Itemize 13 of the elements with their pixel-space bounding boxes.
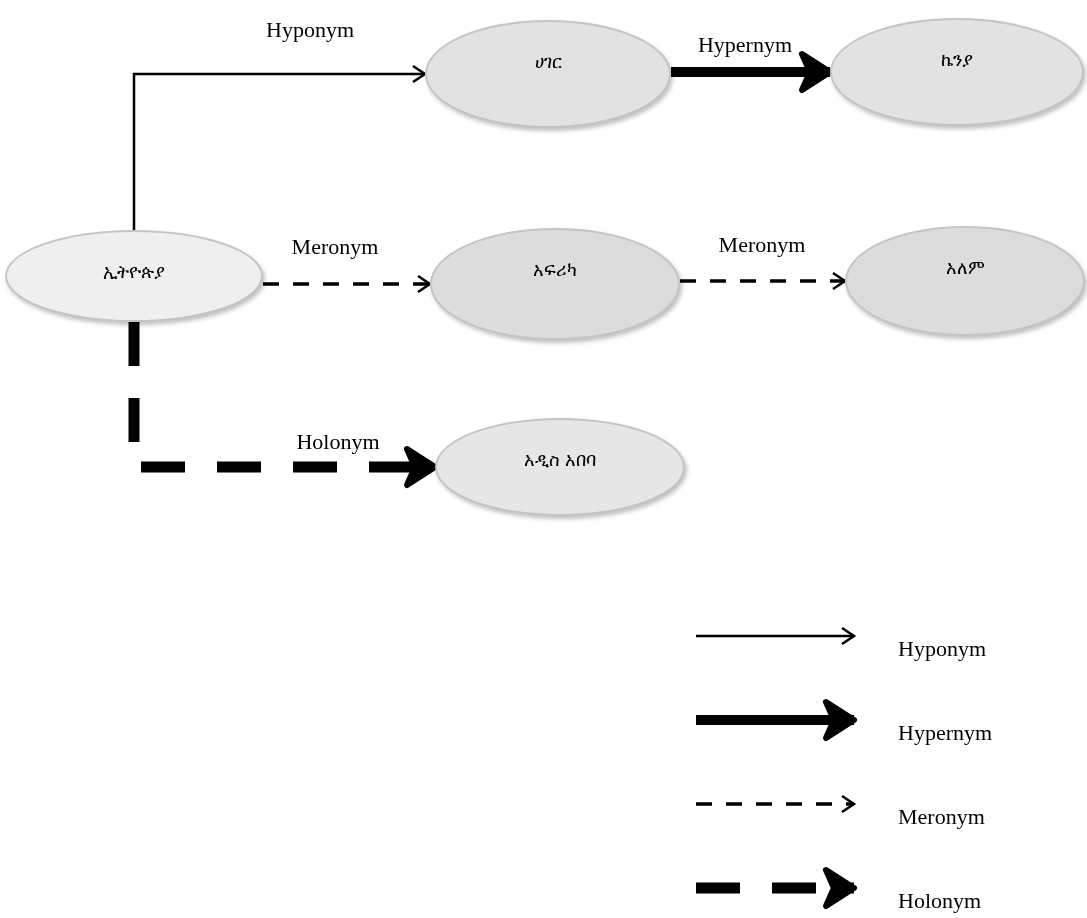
concept-word: ኢትዮጵያ xyxy=(103,260,165,284)
legend-label: Meronym xyxy=(898,802,985,831)
arrow xyxy=(680,271,847,291)
concept-word: አፍሪካ xyxy=(533,258,577,282)
arrow xyxy=(132,64,427,230)
concept-word: አለም xyxy=(945,256,985,280)
concept-word: አዲስ አበባ xyxy=(523,448,597,472)
legend-label: Holonym xyxy=(898,886,982,915)
concept-word: ኬንያ xyxy=(941,48,973,72)
concept-word: ሀገር xyxy=(534,50,562,74)
legend-label: Hyponym xyxy=(898,634,986,663)
legend-label: Hypernym xyxy=(898,718,993,747)
arrow xyxy=(263,274,432,294)
